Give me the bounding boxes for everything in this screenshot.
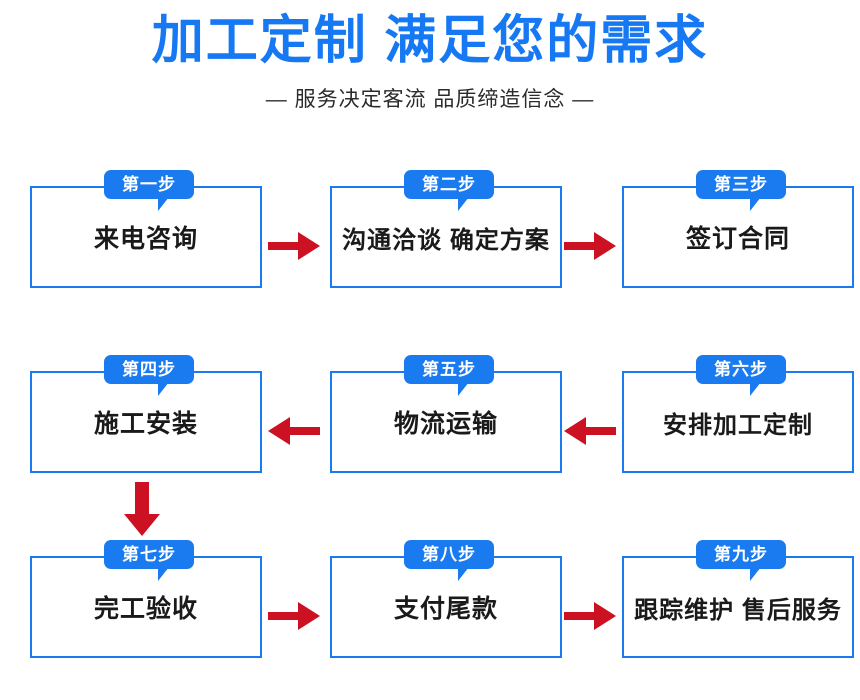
- connector-arrow-down-holder: [30, 480, 262, 540]
- step-badge: 第七步: [104, 540, 194, 581]
- flow-step-8[interactable]: 支付尾款 第八步: [330, 540, 562, 658]
- badge-tail-icon: [750, 197, 761, 211]
- badge-bubble: 第六步: [696, 355, 786, 384]
- step-box[interactable]: 完工验收: [30, 556, 262, 658]
- flow-step-2[interactable]: 沟通洽谈 确定方案 第二步: [330, 170, 562, 288]
- connector-arrow-right-3: [266, 596, 322, 636]
- flow-row-3: 完工验收 第七步 支付尾款 第八步: [0, 540, 860, 680]
- badge-bubble: 第八步: [404, 540, 494, 569]
- step-badge: 第四步: [104, 355, 194, 396]
- arrow-right-icon: [268, 232, 320, 260]
- step-label: 跟踪维护 售后服务: [634, 596, 842, 624]
- process-flow-diagram: 来电咨询 第一步 沟通洽谈 确定方案 第二步: [0, 150, 860, 700]
- arrow-right-icon: [564, 232, 616, 260]
- flow-step-5[interactable]: 物流运输 第五步: [330, 355, 562, 473]
- step-label: 支付尾款: [393, 595, 498, 623]
- badge-label: 第二步: [422, 175, 476, 194]
- step-box[interactable]: 签订合同: [622, 186, 854, 288]
- flow-row-1: 来电咨询 第一步 沟通洽谈 确定方案 第二步: [0, 170, 860, 310]
- connector-arrow-left-2: [562, 411, 618, 451]
- badge-bubble: 第七步: [104, 540, 194, 569]
- badge-bubble: 第三步: [696, 170, 786, 199]
- step-box[interactable]: 跟踪维护 售后服务: [622, 556, 854, 658]
- badge-label: 第一步: [122, 175, 176, 194]
- page-header: 加工定制 满足您的需求 — 服务决定客流 品质缔造信念 —: [0, 0, 860, 113]
- badge-bubble: 第五步: [404, 355, 494, 384]
- arrow-right-icon: [268, 602, 320, 630]
- arrow-down-icon: [124, 482, 160, 536]
- step-label: 来电咨询: [93, 225, 198, 253]
- step-box[interactable]: 施工安装: [30, 371, 262, 473]
- badge-bubble: 第四步: [104, 355, 194, 384]
- step-label: 签订合同: [685, 225, 790, 253]
- step-label: 施工安装: [93, 410, 198, 438]
- badge-tail-icon: [158, 197, 169, 211]
- badge-tail-icon: [458, 567, 469, 581]
- step-box[interactable]: 安排加工定制: [622, 371, 854, 473]
- step-badge: 第八步: [404, 540, 494, 581]
- badge-tail-icon: [158, 567, 169, 581]
- badge-bubble: 第一步: [104, 170, 194, 199]
- badge-label: 第五步: [422, 360, 476, 379]
- arrow-left-icon: [268, 417, 320, 445]
- badge-label: 第九步: [714, 545, 768, 564]
- step-label: 物流运输: [393, 410, 498, 438]
- connector-arrow-right-4: [562, 596, 618, 636]
- step-badge: 第六步: [696, 355, 786, 396]
- connector-arrow-right-2: [562, 226, 618, 266]
- flow-step-6[interactable]: 安排加工定制 第六步: [622, 355, 854, 473]
- flow-step-9[interactable]: 跟踪维护 售后服务 第九步: [622, 540, 854, 658]
- page-title: 加工定制 满足您的需求: [151, 12, 709, 70]
- badge-bubble: 第二步: [404, 170, 494, 199]
- badge-label: 第六步: [714, 360, 768, 379]
- badge-tail-icon: [750, 382, 761, 396]
- step-box[interactable]: 来电咨询: [30, 186, 262, 288]
- step-box[interactable]: 支付尾款: [330, 556, 562, 658]
- badge-tail-icon: [750, 567, 761, 581]
- badge-label: 第八步: [422, 545, 476, 564]
- badge-label: 第四步: [122, 360, 176, 379]
- arrow-left-icon: [564, 417, 616, 445]
- connector-arrow-right-1: [266, 226, 322, 266]
- badge-bubble: 第九步: [696, 540, 786, 569]
- page-subtitle: — 服务决定客流 品质缔造信念 —: [265, 87, 595, 111]
- badge-label: 第三步: [714, 175, 768, 194]
- flow-step-3[interactable]: 签订合同 第三步: [622, 170, 854, 288]
- badge-label: 第七步: [122, 545, 176, 564]
- badge-tail-icon: [158, 382, 169, 396]
- connector-arrow-left-1: [266, 411, 322, 451]
- step-label: 沟通洽谈 确定方案: [342, 226, 550, 254]
- step-badge: 第二步: [404, 170, 494, 211]
- step-box[interactable]: 沟通洽谈 确定方案: [330, 186, 562, 288]
- step-label: 完工验收: [93, 595, 198, 623]
- flow-step-1[interactable]: 来电咨询 第一步: [30, 170, 262, 288]
- step-badge: 第九步: [696, 540, 786, 581]
- flow-row-2: 施工安装 第四步 物流运输 第五步: [0, 355, 860, 495]
- badge-tail-icon: [458, 197, 469, 211]
- step-badge: 第五步: [404, 355, 494, 396]
- step-badge: 第一步: [104, 170, 194, 211]
- flow-step-7[interactable]: 完工验收 第七步: [30, 540, 262, 658]
- badge-tail-icon: [458, 382, 469, 396]
- step-badge: 第三步: [696, 170, 786, 211]
- flow-step-4[interactable]: 施工安装 第四步: [30, 355, 262, 473]
- step-label: 安排加工定制: [663, 411, 813, 439]
- arrow-right-icon: [564, 602, 616, 630]
